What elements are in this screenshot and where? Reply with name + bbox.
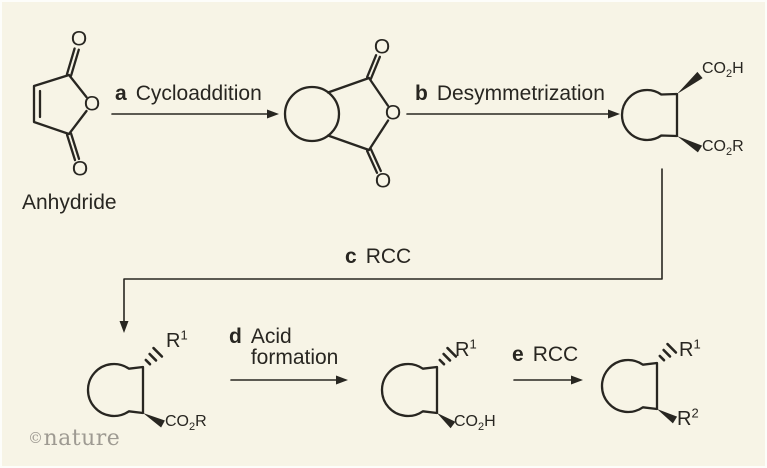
hash-bond: [144, 346, 164, 366]
step-text: RCC: [365, 245, 412, 268]
copyright-icon: ©: [28, 429, 44, 447]
wedge-bond: [657, 409, 678, 424]
anhydride-caption: Anhydride: [22, 191, 117, 214]
step-letter: c: [345, 245, 357, 268]
step-b-label: b Desymmetrization: [415, 83, 605, 104]
arrow-c-line: [123, 168, 663, 324]
ring-fusion-bonds: [326, 76, 390, 152]
oxygen-atom-label: O: [373, 35, 391, 59]
wedge-bond: [143, 413, 165, 428]
arrow-e: [513, 375, 583, 385]
step-text: RCC: [532, 343, 579, 366]
nature-watermark: ©nature: [28, 426, 121, 451]
co2r-label: CO2R: [702, 138, 744, 159]
ester-ring-skeleton: [86, 346, 165, 428]
step-letter: b: [415, 82, 428, 105]
arrow-d: [230, 375, 348, 385]
arrow-c-head: [119, 321, 129, 333]
co2r-label: CO2R: [165, 413, 207, 434]
r1-label: R1: [166, 327, 188, 352]
step-letter: a: [115, 82, 127, 105]
arrow-b: [406, 109, 620, 119]
oxygen-atom-label: O: [384, 101, 402, 125]
ring-circle: [283, 85, 341, 143]
co2h-label: CO2H: [702, 60, 744, 81]
r1-label: R1: [679, 336, 701, 361]
co2h-label: CO2H: [454, 413, 496, 434]
ring-bond: [32, 73, 88, 136]
hash-bond: [438, 346, 458, 366]
hemiester-ring-skeleton: [620, 71, 703, 153]
ring-arc: [620, 88, 679, 142]
wedge-bond: [677, 136, 703, 153]
acid-ring-skeleton: [380, 346, 458, 429]
r1-label: R1: [455, 336, 477, 361]
arrow-e-head: [571, 375, 583, 385]
r2-label: R2: [677, 405, 699, 430]
arrow-d-head: [336, 375, 348, 385]
oxygen-atom-label: O: [70, 27, 88, 51]
arrow-b-head: [608, 109, 620, 119]
step-e-label: e RCC: [512, 344, 578, 365]
step-letter: d: [229, 325, 242, 348]
product-ring-skeleton: [600, 342, 678, 424]
wedge-bond: [677, 71, 703, 94]
carbonyl-double-bond: [65, 47, 80, 77]
step-c-label: c RCC: [345, 246, 411, 267]
fused-anhydride-skeleton: [283, 54, 390, 174]
step-text: Cycloaddition: [135, 82, 262, 105]
oxygen-atom-label: O: [71, 157, 89, 181]
carbonyl-double-bond: [65, 132, 81, 162]
carbonyl-double-bond: [365, 147, 382, 174]
wedge-bond: [437, 413, 456, 429]
arrow-a-head: [267, 109, 279, 119]
oxygen-atom-label: O: [374, 169, 392, 193]
arrow-c: [119, 168, 663, 333]
step-letter: e: [512, 343, 524, 366]
ring-arc: [380, 362, 439, 418]
maleic-anhydride-skeleton: [32, 47, 88, 162]
oxygen-atom-label: O: [83, 92, 101, 116]
arrow-a: [111, 109, 279, 119]
step-a-label: a Cycloaddition: [115, 83, 262, 104]
ring-arc: [86, 362, 145, 418]
carbonyl-double-bond: [365, 54, 382, 80]
step-text: Desymmetrization: [436, 82, 605, 105]
hash-bond: [658, 342, 678, 362]
ring-arc: [600, 358, 659, 414]
